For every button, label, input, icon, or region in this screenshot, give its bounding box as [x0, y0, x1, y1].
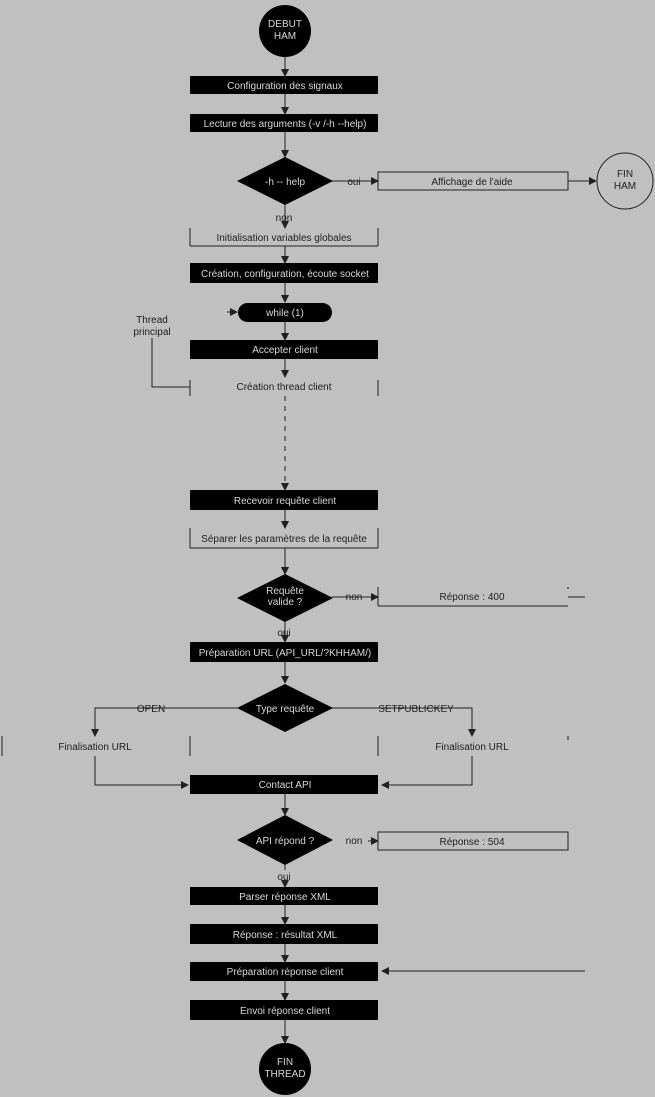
setpublickey-label: SETPUBLICKEY: [378, 704, 454, 715]
main-thread-label-1: Thread: [136, 315, 168, 326]
prepare-response-label: Préparation réponse client: [227, 967, 344, 978]
init-globals-label: Initialisation variables globales: [216, 233, 351, 244]
help-decision-label: -h -- help: [265, 177, 305, 188]
valid-decision-label-1: Requête: [266, 586, 304, 597]
while-loop-node: while (1): [238, 303, 332, 322]
read-args-label: Lecture des arguments (-v /-h --help): [204, 119, 367, 130]
end-thread-node: FIN THREAD: [259, 1043, 311, 1095]
valid-decision: Requête valide ?: [237, 574, 333, 622]
finalize-url-open-label: Finalisation URL: [58, 742, 132, 753]
type-decision-label: Type requête: [256, 704, 315, 715]
resp-400-box: Réponse : 400: [377, 587, 569, 607]
resp-result-label: Réponse : résultat XML: [233, 930, 338, 941]
main-thread-label-2: principal: [133, 327, 170, 338]
help-decision: -h -- help: [237, 157, 333, 205]
config-signals-label: Configuration des signaux: [227, 81, 343, 92]
show-help-label: Affichage de l'aide: [431, 177, 513, 188]
valid-decision-label-2: valide ?: [268, 597, 303, 608]
non-valid-label: non: [346, 592, 363, 603]
parse-xml-box: Parser réponse XML: [190, 887, 378, 905]
show-help-box: Affichage de l'aide: [377, 171, 569, 191]
send-response-label: Envoi réponse client: [240, 1006, 330, 1017]
split-params-box: Séparer les paramètres de la requête: [189, 528, 379, 549]
finalize-url-setkey-label: Finalisation URL: [435, 742, 509, 753]
open-label: OPEN: [137, 704, 165, 715]
start-node: DEBUT HAM: [259, 5, 311, 57]
resp-504-box: Réponse : 504: [377, 831, 569, 851]
prepare-response-box: Préparation réponse client: [190, 962, 378, 981]
thread-principal-bracket: [151, 338, 191, 396]
oui-help-label: oui: [347, 177, 360, 188]
prepare-url-box: Préparation URL (API_URL/?KHHAM/): [190, 642, 378, 662]
accept-client-box: Accepter client: [190, 340, 378, 359]
type-decision: Type requête: [237, 684, 333, 732]
end-ham-label-2: HAM: [614, 181, 636, 192]
prepare-url-label: Préparation URL (API_URL/?KHHAM/): [199, 648, 371, 659]
receive-request-box: Recevoir requête client: [190, 490, 378, 510]
init-globals-box: Initialisation variables globales: [189, 228, 379, 247]
create-thread-box: Création thread client: [236, 380, 379, 396]
create-thread-label: Création thread client: [236, 382, 331, 393]
start-label-1: DEBUT: [268, 19, 302, 30]
end-thread-label-1: FIN: [277, 1057, 293, 1068]
split-params-label: Séparer les paramètres de la requête: [201, 534, 367, 545]
non-api-label: non: [346, 836, 363, 847]
end-thread-label-2: THREAD: [264, 1069, 305, 1080]
end-ham-label-1: FIN: [617, 169, 633, 180]
resp-result-box: Réponse : résultat XML: [190, 924, 378, 944]
resp-400-label: Réponse : 400: [439, 592, 504, 603]
api-decision-label: API répond ?: [256, 836, 315, 847]
non-help-label: non: [276, 213, 293, 224]
oui-valid-label: oui: [277, 628, 290, 639]
contact-api-label: Contact API: [259, 780, 312, 791]
read-args-box: Lecture des arguments (-v /-h --help): [190, 114, 378, 132]
parse-xml-label: Parser réponse XML: [239, 892, 331, 903]
while-loop-label: while (1): [265, 308, 304, 319]
start-label-2: HAM: [274, 31, 296, 42]
send-response-box: Envoi réponse client: [190, 1000, 378, 1020]
type-branch-connectors: [1, 707, 569, 789]
create-socket-label: Création, configuration, écoute socket: [201, 269, 369, 280]
resp-504-label: Réponse : 504: [439, 837, 504, 848]
accept-client-label: Accepter client: [252, 345, 318, 356]
create-socket-box: Création, configuration, écoute socket: [190, 263, 378, 283]
oui-api-label: oui: [277, 872, 290, 883]
api-decision: API répond ?: [237, 815, 333, 865]
config-signals-box: Configuration des signaux: [190, 76, 378, 94]
contact-api-box: Contact API: [190, 775, 378, 794]
receive-request-label: Recevoir requête client: [234, 496, 336, 507]
end-ham-node: FIN HAM: [596, 152, 654, 210]
